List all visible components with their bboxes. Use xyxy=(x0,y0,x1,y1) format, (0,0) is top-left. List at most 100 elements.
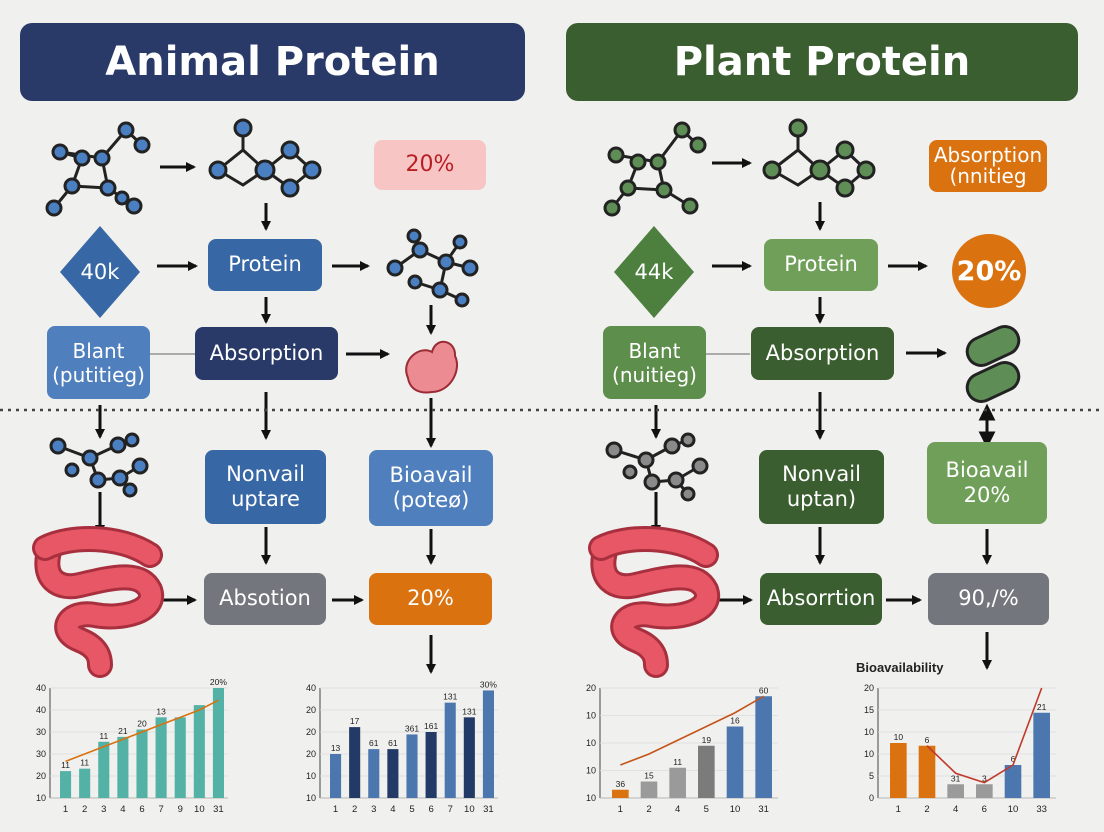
y-tick-label: 30 xyxy=(36,749,46,759)
plant-blant-box: Blant (nuitieg) xyxy=(603,326,706,399)
y-tick-label: 10 xyxy=(864,727,874,737)
bar-label: 11 xyxy=(99,731,108,741)
bar-label: 16 xyxy=(730,716,740,726)
bar xyxy=(612,789,629,798)
y-tick-label: 10 xyxy=(586,711,596,721)
x-tick-label: 5 xyxy=(409,804,414,815)
bar-label: 20 xyxy=(137,719,147,729)
bar-label: 15 xyxy=(644,771,654,781)
plant-chart-2-title: Bioavailability xyxy=(856,660,944,675)
bar-label: 21 xyxy=(118,726,128,736)
bar-label: 31 xyxy=(951,773,961,783)
plant-molecule-3-icon xyxy=(605,432,709,502)
animal-absotion-box: Absotion xyxy=(204,573,326,625)
x-tick-label: 10 xyxy=(194,804,205,815)
bar xyxy=(890,743,907,798)
x-tick-label: 4 xyxy=(953,804,958,815)
y-tick-label: 10 xyxy=(36,793,46,803)
x-tick-label: 2 xyxy=(924,804,929,815)
x-tick-label: 9 xyxy=(178,804,183,815)
bar-label: 20% xyxy=(210,677,227,687)
bar xyxy=(155,717,167,798)
y-tick-label: 10 xyxy=(306,771,316,781)
plant-absorption-tag: Absorption (nnitieg xyxy=(929,140,1047,192)
bar-label: 17 xyxy=(350,716,360,726)
x-tick-label: 1 xyxy=(618,804,623,815)
bar-label: 13 xyxy=(331,743,341,753)
y-tick-label: 10 xyxy=(586,766,596,776)
plant-protein-box: Protein xyxy=(764,239,878,291)
y-tick-label: 20 xyxy=(306,705,316,715)
bar-label: 36 xyxy=(616,779,626,789)
x-tick-label: 4 xyxy=(390,804,395,815)
bar xyxy=(444,702,456,798)
bar xyxy=(918,745,936,798)
bar-label: 10 xyxy=(894,732,904,742)
y-tick-label: 30 xyxy=(36,727,46,737)
bar xyxy=(669,767,686,798)
x-tick-label: 6 xyxy=(982,804,987,815)
bar-label: 3 xyxy=(982,773,987,783)
animal-protein-title: Animal Protein xyxy=(20,23,525,101)
x-tick-label: 1 xyxy=(333,804,338,815)
bar xyxy=(387,749,399,798)
bar-label: 131 xyxy=(462,706,476,716)
bar xyxy=(406,734,418,798)
bar xyxy=(117,736,129,798)
bar xyxy=(1004,765,1022,798)
y-tick-label: 5 xyxy=(869,771,874,781)
bar xyxy=(330,754,342,798)
trend-line xyxy=(65,699,219,763)
plant-absorption-box: Absorption xyxy=(751,327,894,380)
bar xyxy=(98,741,110,798)
y-tick-label: 40 xyxy=(36,705,46,715)
bar xyxy=(1033,712,1050,798)
x-tick-label: 10 xyxy=(730,804,741,815)
animal-molecule-3-icon xyxy=(386,228,479,308)
bar xyxy=(60,771,72,798)
bar-label: 361 xyxy=(405,723,419,733)
y-tick-label: 10 xyxy=(864,749,874,759)
bar xyxy=(698,745,715,798)
y-tick-label: 10 xyxy=(586,793,596,803)
plant-molecule-2-icon xyxy=(762,118,876,198)
plant-intestine-icon xyxy=(588,525,720,678)
x-tick-label: 10 xyxy=(1008,804,1019,815)
bar-label: 30% xyxy=(480,679,497,689)
plant-protein-title: Plant Protein xyxy=(566,23,1078,101)
bar-label: 11 xyxy=(80,758,89,768)
x-tick-label: 10 xyxy=(464,804,475,815)
x-tick-label: 2 xyxy=(352,804,357,815)
plant-absorption2-box: Absorrtion xyxy=(760,573,882,625)
animal-result-box: 20% xyxy=(369,573,492,625)
stomach-icon xyxy=(405,341,458,394)
x-tick-label: 4 xyxy=(120,804,125,815)
x-tick-label: 33 xyxy=(1036,804,1047,815)
bar xyxy=(482,690,494,798)
x-tick-label: 5 xyxy=(704,804,709,815)
trend-line xyxy=(926,687,1043,784)
x-tick-label: 31 xyxy=(483,804,494,815)
bar-label: 61 xyxy=(388,738,398,748)
x-tick-label: 1 xyxy=(63,804,68,815)
bar-label: 131 xyxy=(443,692,457,702)
x-tick-label: 31 xyxy=(213,804,224,815)
x-tick-label: 3 xyxy=(101,804,106,815)
animal-diamond-label: 40k xyxy=(80,260,120,284)
bar xyxy=(755,696,772,798)
plant-result-box: 90,/% xyxy=(928,573,1049,625)
bar-label: 13 xyxy=(156,706,166,716)
animal-molecule-1-icon xyxy=(45,121,151,217)
plant-diamond-shape xyxy=(614,226,694,318)
x-tick-label: 3 xyxy=(371,804,376,815)
x-tick-label: 4 xyxy=(675,804,680,815)
y-tick-label: 20 xyxy=(306,749,316,759)
animal-bioavail-box: Bioavail (poteø) xyxy=(369,450,493,526)
bar xyxy=(349,727,361,798)
animal-percent-tag: 20% xyxy=(374,140,486,190)
bar-label: 6 xyxy=(1011,754,1016,764)
x-tick-label: 6 xyxy=(139,804,144,815)
